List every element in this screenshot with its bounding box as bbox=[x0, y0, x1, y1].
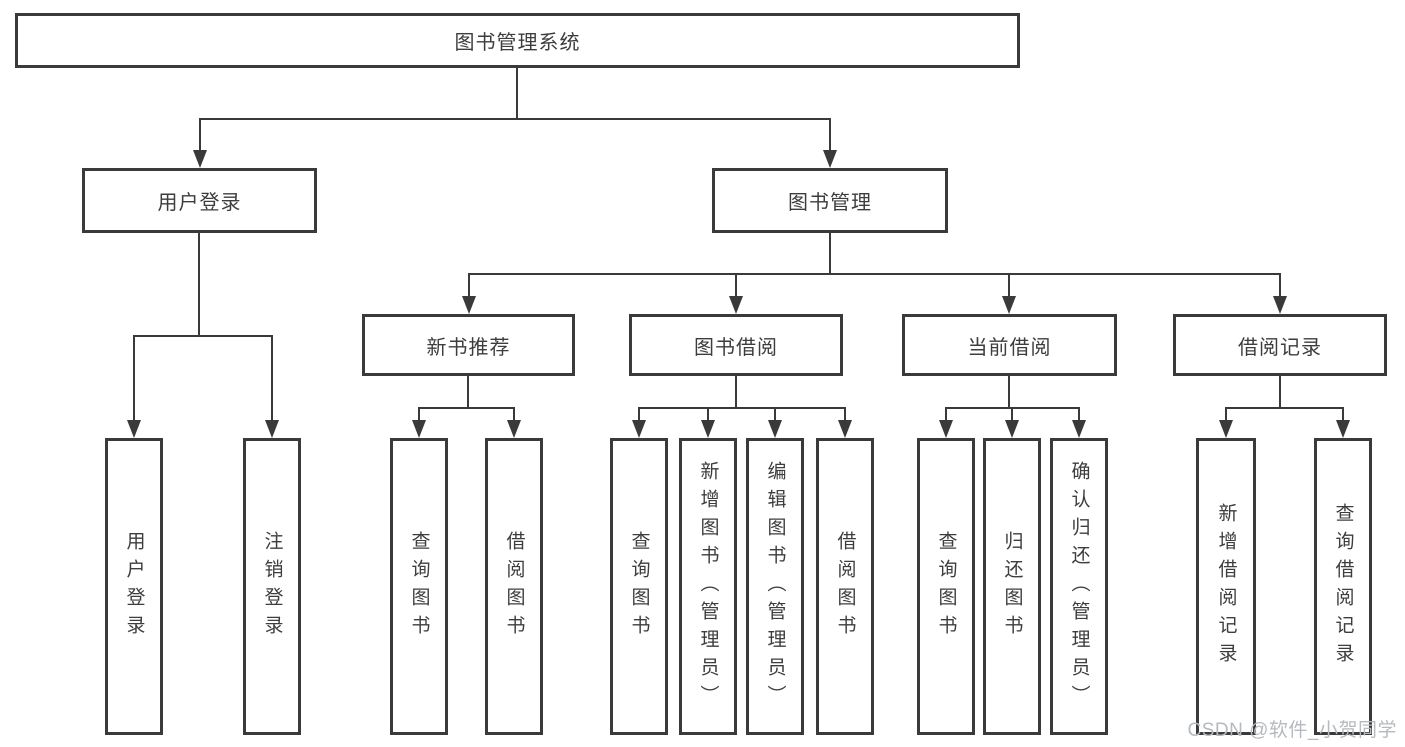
connector-line bbox=[844, 407, 846, 423]
connector-line bbox=[468, 273, 470, 298]
leaf-query-book-current-label: 查询图书 bbox=[935, 530, 957, 643]
arrow-down-icon bbox=[127, 420, 141, 438]
arrow-down-icon bbox=[1005, 420, 1019, 438]
connector-line bbox=[735, 273, 737, 298]
node-book-management-label: 图书管理 bbox=[788, 192, 872, 214]
node-current-borrow: 当前借阅 bbox=[902, 314, 1117, 376]
connector-line bbox=[1078, 407, 1080, 423]
leaf-query-book-borrow-label: 查询图书 bbox=[628, 530, 650, 643]
leaf-edit-book-admin-label: 编辑图书（管理员） bbox=[764, 460, 786, 713]
connector-line bbox=[639, 407, 845, 409]
node-book-management: 图书管理 bbox=[712, 168, 948, 233]
leaf-query-book-borrow: 查询图书 bbox=[610, 438, 668, 735]
leaf-query-book-current: 查询图书 bbox=[917, 438, 975, 735]
node-borrow-records: 借阅记录 bbox=[1173, 314, 1387, 376]
connector-line bbox=[829, 118, 831, 152]
arrow-down-icon bbox=[1072, 420, 1086, 438]
connector-line bbox=[468, 273, 1280, 275]
leaf-return-book: 归还图书 bbox=[983, 438, 1041, 735]
connector-line bbox=[1342, 407, 1344, 423]
leaf-return-book-label: 归还图书 bbox=[1001, 530, 1023, 643]
leaf-logout: 注销登录 bbox=[243, 438, 301, 735]
connector-line bbox=[1008, 273, 1010, 298]
arrow-down-icon bbox=[701, 420, 715, 438]
arrow-down-icon bbox=[265, 420, 279, 438]
node-root-label: 图书管理系统 bbox=[454, 32, 581, 54]
connector-line bbox=[735, 376, 737, 409]
connector-line bbox=[1279, 273, 1281, 298]
leaf-borrow-book-recommend: 借阅图书 bbox=[485, 438, 543, 735]
connector-line bbox=[133, 335, 135, 422]
node-book-borrow: 图书借阅 bbox=[629, 314, 843, 376]
arrow-down-icon bbox=[462, 296, 476, 314]
connector-line bbox=[945, 407, 947, 423]
arrow-down-icon bbox=[1336, 420, 1350, 438]
node-book-borrow-label: 图书借阅 bbox=[694, 336, 778, 359]
connector-line bbox=[638, 407, 640, 423]
node-current-borrow-label: 当前借阅 bbox=[967, 336, 1052, 359]
arrow-down-icon bbox=[838, 420, 852, 438]
leaf-confirm-return-admin-label: 确认归还（管理员） bbox=[1068, 460, 1090, 713]
connector-line bbox=[199, 118, 831, 120]
csdn-watermark: CSDN @软件_小贺同学 bbox=[1187, 720, 1397, 741]
leaf-query-book-recommend: 查询图书 bbox=[390, 438, 448, 735]
node-user-login: 用户登录 bbox=[82, 168, 317, 233]
leaf-query-borrow-record: 查询借阅记录 bbox=[1314, 438, 1372, 735]
connector-line bbox=[707, 407, 709, 423]
connector-line bbox=[418, 407, 420, 423]
connector-line bbox=[1008, 376, 1010, 409]
node-new-book-recommend-label: 新书推荐 bbox=[426, 336, 511, 359]
leaf-borrow-book-recommend-label: 借阅图书 bbox=[503, 530, 525, 643]
leaf-user-login-label: 用户登录 bbox=[123, 530, 145, 643]
connector-line bbox=[513, 407, 515, 423]
arrow-down-icon bbox=[939, 420, 953, 438]
connector-line bbox=[271, 335, 273, 422]
leaf-confirm-return-admin: 确认归还（管理员） bbox=[1050, 438, 1108, 735]
arrow-down-icon bbox=[1002, 296, 1016, 314]
leaf-logout-label: 注销登录 bbox=[261, 530, 283, 643]
connector-line bbox=[829, 233, 831, 275]
arrow-down-icon bbox=[768, 420, 782, 438]
connector-line bbox=[419, 407, 514, 409]
arrow-down-icon bbox=[1219, 420, 1233, 438]
arrow-down-icon bbox=[823, 150, 837, 168]
leaf-query-book-recommend-label: 查询图书 bbox=[408, 530, 430, 643]
leaf-add-book-admin-label: 新增图书（管理员） bbox=[697, 460, 719, 713]
leaf-borrow-book-label: 借阅图书 bbox=[834, 530, 856, 643]
leaf-user-login: 用户登录 bbox=[105, 438, 163, 735]
leaf-add-book-admin: 新增图书（管理员） bbox=[679, 438, 737, 735]
connector-line bbox=[1011, 407, 1013, 423]
leaf-add-borrow-record: 新增借阅记录 bbox=[1196, 438, 1256, 735]
arrow-down-icon bbox=[1273, 296, 1287, 314]
arrow-down-icon bbox=[507, 420, 521, 438]
connector-line bbox=[199, 118, 201, 152]
node-root: 图书管理系统 bbox=[15, 13, 1020, 68]
connector-line bbox=[774, 407, 776, 423]
leaf-edit-book-admin: 编辑图书（管理员） bbox=[746, 438, 804, 735]
leaf-query-borrow-record-label: 查询借阅记录 bbox=[1332, 502, 1354, 671]
arrow-down-icon bbox=[193, 150, 207, 168]
node-new-book-recommend: 新书推荐 bbox=[362, 314, 575, 376]
leaf-add-borrow-record-label: 新增借阅记录 bbox=[1215, 502, 1237, 671]
connector-line bbox=[1226, 407, 1343, 409]
connector-line bbox=[516, 68, 518, 120]
connector-line bbox=[1279, 376, 1281, 409]
arrow-down-icon bbox=[412, 420, 426, 438]
arrow-down-icon bbox=[729, 296, 743, 314]
arrow-down-icon bbox=[632, 420, 646, 438]
connector-line bbox=[133, 335, 273, 337]
leaf-borrow-book: 借阅图书 bbox=[816, 438, 874, 735]
connector-line bbox=[467, 376, 469, 409]
connector-line bbox=[1225, 407, 1227, 423]
connector-line bbox=[198, 233, 200, 337]
node-borrow-records-label: 借阅记录 bbox=[1238, 336, 1322, 359]
node-user-login-label: 用户登录 bbox=[157, 192, 242, 214]
